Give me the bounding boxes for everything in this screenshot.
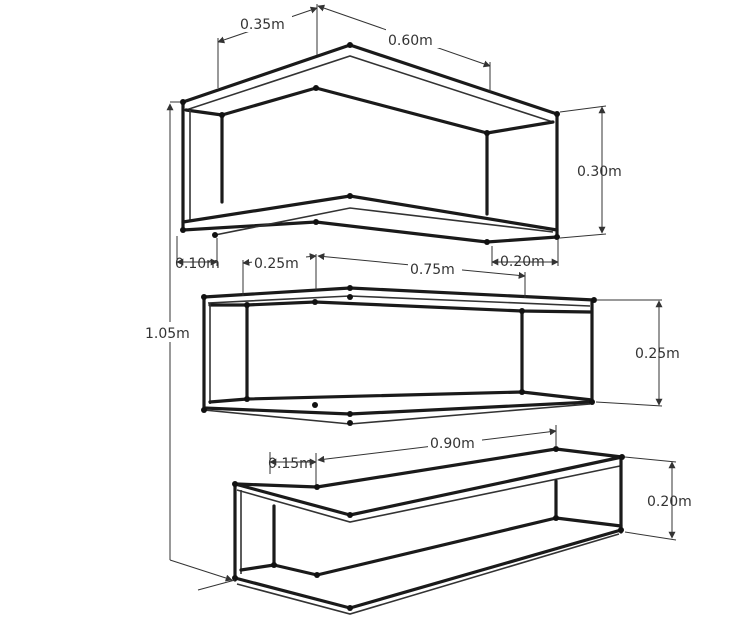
middle-shelf-frame xyxy=(201,285,597,426)
label-top-width: 0.60m xyxy=(388,33,433,49)
label-middle-height: 0.25m xyxy=(635,346,680,362)
label-middle-width: 0.75m xyxy=(410,262,455,278)
label-top-depth: 0.35m xyxy=(240,17,285,33)
label-total-height: 1.05m xyxy=(145,326,190,342)
label-top-height: 0.30m xyxy=(577,164,622,180)
top-shelf-frame xyxy=(180,42,560,245)
label-bottom-width: 0.90m xyxy=(430,436,475,452)
bottom-shelf-frame xyxy=(232,446,625,615)
label-middle-depth: 0.25m xyxy=(254,256,299,272)
label-top-offset-right: 0.20m xyxy=(500,254,545,270)
label-bottom-height: 0.20m xyxy=(647,494,692,510)
label-top-offset-left: 0.10m xyxy=(175,256,220,272)
label-bottom-depth: 0.15m xyxy=(268,456,313,472)
dimension-labels: 0.35m 0.60m 0.30m 0.10m 0.20m 1.05m 0.25… xyxy=(143,12,692,510)
dimension-lines xyxy=(166,4,677,591)
